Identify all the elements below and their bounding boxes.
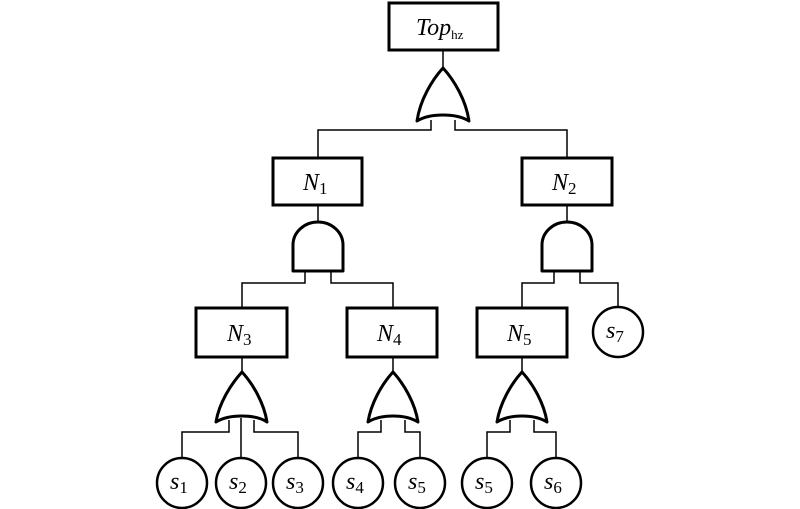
event-n5-box (475, 306, 569, 359)
basic-event-s3-subscript: 3 (295, 478, 304, 497)
basic-event-s5-b-subscript: 5 (484, 478, 493, 497)
connector-n4gate-to-s5 (404, 420, 421, 458)
svg-text:s5: s5 (475, 469, 493, 497)
event-n4-label: N (376, 321, 395, 347)
basic-event-s5-b[interactable]: s5 (460, 456, 514, 509)
connector-n4gate-to-s4 (357, 420, 382, 458)
basic-event-s6-subscript: 6 (553, 478, 562, 497)
event-n3-subscript: 3 (243, 330, 252, 349)
connector-gate-to-n1 (317, 120, 432, 158)
or-gate-n4-icon (366, 370, 420, 424)
or-gate-n3-icon (214, 370, 269, 424)
svg-text:s7: s7 (606, 318, 624, 346)
basic-event-s5-a[interactable]: s5 (393, 456, 447, 509)
event-n2[interactable]: N2 (520, 156, 614, 207)
basic-event-s3[interactable]: s3 (271, 456, 325, 509)
basic-event-s7[interactable]: s7 (591, 305, 645, 359)
basic-event-s2[interactable]: s2 (214, 456, 268, 509)
event-n5[interactable]: N5 (475, 306, 569, 359)
svg-text:Tophz: Tophz (416, 15, 464, 42)
event-n3-box (194, 306, 289, 359)
basic-event-s5-a-label: s (408, 469, 417, 495)
basic-event-s2-label: s (229, 469, 238, 495)
event-n1[interactable]: N1 (271, 156, 364, 207)
svg-text:s3: s3 (286, 469, 304, 497)
basic-event-s7-subscript: 7 (615, 327, 624, 346)
svg-text:N2: N2 (551, 170, 577, 198)
top-event-box (387, 1, 500, 52)
and-gate-n2-icon (540, 220, 594, 273)
basic-event-s6-label: s (544, 469, 553, 495)
event-n1-box (271, 156, 364, 207)
top-event-label: Top (416, 15, 451, 41)
svg-text:s6: s6 (544, 469, 562, 497)
basic-event-s7-label: s (606, 318, 615, 344)
basic-event-s4-subscript: 4 (355, 478, 364, 497)
event-n3-label: N (226, 321, 245, 347)
top-event-subscript: hz (451, 27, 464, 42)
basic-event-s4-circle (331, 456, 385, 509)
event-n2-subscript: 2 (568, 179, 577, 198)
connector-n3gate-to-s1 (181, 420, 230, 458)
svg-text:N3: N3 (226, 321, 252, 349)
connector-n2gate-to-s7 (579, 271, 619, 307)
basic-event-s2-circle (214, 456, 268, 509)
basic-event-s1[interactable]: s1 (155, 456, 209, 509)
svg-text:s5: s5 (408, 469, 426, 497)
and-gate-n1-icon (291, 220, 345, 273)
or-gate-top-icon (415, 66, 471, 123)
basic-event-s1-subscript: 1 (179, 478, 188, 497)
basic-event-s3-circle (271, 456, 325, 509)
basic-event-s3-label: s (286, 469, 295, 495)
connector-gate-to-n2 (454, 120, 568, 158)
svg-text:N4: N4 (376, 321, 402, 349)
basic-event-s7-circle (591, 305, 645, 359)
svg-text:s4: s4 (346, 469, 364, 497)
basic-event-s4-label: s (346, 469, 355, 495)
basic-event-s1-circle (155, 456, 209, 509)
basic-event-s4[interactable]: s4 (331, 456, 385, 509)
svg-text:N5: N5 (506, 321, 532, 349)
event-n3[interactable]: N3 (194, 306, 289, 359)
connector-n5gate-to-s6 (533, 420, 557, 458)
event-n5-subscript: 5 (523, 330, 532, 349)
svg-text:s2: s2 (229, 469, 247, 497)
event-n5-label: N (506, 321, 525, 347)
basic-event-s5-b-circle (460, 456, 514, 509)
basic-event-s5-a-subscript: 5 (417, 478, 426, 497)
event-n4-subscript: 4 (393, 330, 402, 349)
event-n2-box (520, 156, 614, 207)
event-n2-label: N (551, 170, 570, 196)
connectors (181, 50, 619, 458)
svg-text:s1: s1 (170, 469, 188, 497)
connector-n5gate-to-s5 (486, 420, 511, 458)
top-event[interactable]: Tophz (387, 1, 500, 52)
basic-event-s2-subscript: 2 (238, 478, 247, 497)
connector-n1gate-to-n4 (330, 271, 394, 308)
basic-event-s1-label: s (170, 469, 179, 495)
event-n1-subscript: 1 (319, 179, 328, 198)
basic-event-s6[interactable]: s6 (529, 456, 583, 509)
svg-text:N1: N1 (302, 170, 328, 198)
connector-n3gate-to-s3 (253, 420, 299, 458)
event-n4-box (345, 306, 439, 359)
connector-n1gate-to-n3 (241, 271, 306, 308)
basic-event-s5-b-label: s (475, 469, 484, 495)
connector-n2gate-to-n5 (521, 271, 555, 308)
basic-event-s6-circle (529, 456, 583, 509)
event-n1-label: N (302, 170, 321, 196)
or-gate-n5-icon (495, 370, 549, 424)
event-n4[interactable]: N4 (345, 306, 439, 359)
basic-event-s5-a-circle (393, 456, 447, 509)
